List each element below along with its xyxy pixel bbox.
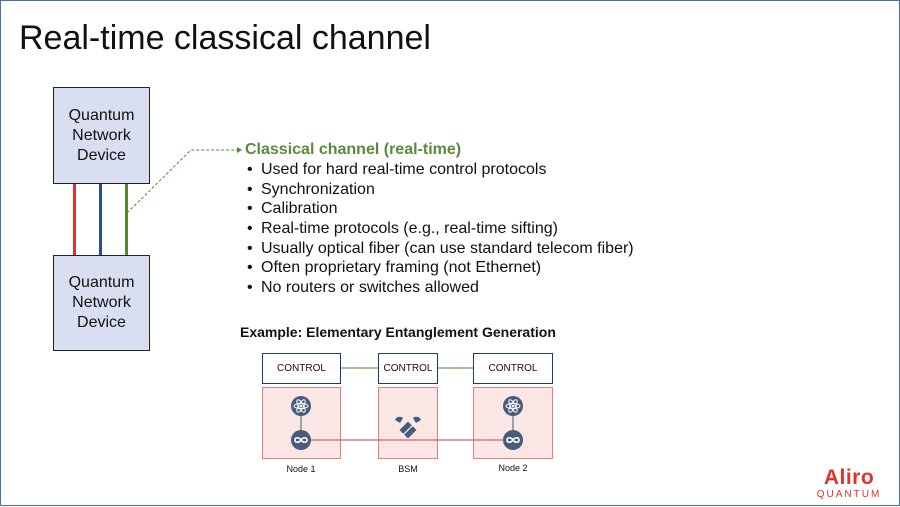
device-label-line: Network bbox=[72, 126, 131, 144]
channel-bullet-list: Used for hard real-time control protocol… bbox=[247, 160, 634, 298]
device-label-line: Device bbox=[77, 146, 126, 164]
logo-subtitle: QUANTUM bbox=[816, 489, 882, 500]
bullet-item: Usually optical fiber (can use standard … bbox=[247, 239, 634, 259]
example-title: Example: Elementary Entanglement Generat… bbox=[240, 324, 556, 340]
quantum-network-device-top: Quantum Network Device bbox=[53, 87, 150, 184]
atom-icon bbox=[291, 396, 311, 416]
green-wire bbox=[125, 184, 128, 255]
channel-heading: Classical channel (real-time) bbox=[245, 141, 462, 158]
logo-wordmark: Aliro bbox=[823, 466, 875, 489]
device-label-line: Quantum bbox=[68, 106, 135, 124]
memory-infinity-icon bbox=[503, 430, 523, 450]
bsm-label: BSM bbox=[398, 464, 418, 474]
page-title: Real-time classical channel bbox=[19, 19, 431, 57]
bullet-item: Real-time protocols (e.g., real-time sif… bbox=[247, 219, 634, 239]
quantum-network-device-bottom: Quantum Network Device bbox=[53, 255, 150, 351]
bullet-item: Calibration bbox=[247, 199, 634, 219]
bullet-item: Often proprietary framing (not Ethernet) bbox=[247, 258, 634, 278]
bullet-item: Synchronization bbox=[247, 180, 634, 200]
control-box-node-1: CONTROL bbox=[262, 353, 341, 384]
bullet-item: No routers or switches allowed bbox=[247, 278, 634, 298]
aliro-quantum-logo: Aliro QUANTUM bbox=[807, 466, 891, 501]
device-label-line: Network bbox=[72, 294, 131, 311]
memory-infinity-icon bbox=[291, 430, 311, 450]
device-label-line: Quantum bbox=[68, 274, 135, 291]
red-wire bbox=[73, 184, 76, 255]
beam-splitter-icon bbox=[395, 416, 421, 439]
blue-wire bbox=[99, 184, 102, 255]
control-box-node-2: CONTROL bbox=[473, 353, 553, 384]
node-2-label: Node 2 bbox=[498, 463, 528, 473]
control-box-bsm: CONTROL bbox=[378, 353, 438, 384]
node-1-label: Node 1 bbox=[286, 464, 316, 474]
device-label-line: Device bbox=[77, 314, 126, 331]
atom-icon bbox=[503, 396, 523, 416]
bullet-item: Used for hard real-time control protocol… bbox=[247, 160, 634, 180]
